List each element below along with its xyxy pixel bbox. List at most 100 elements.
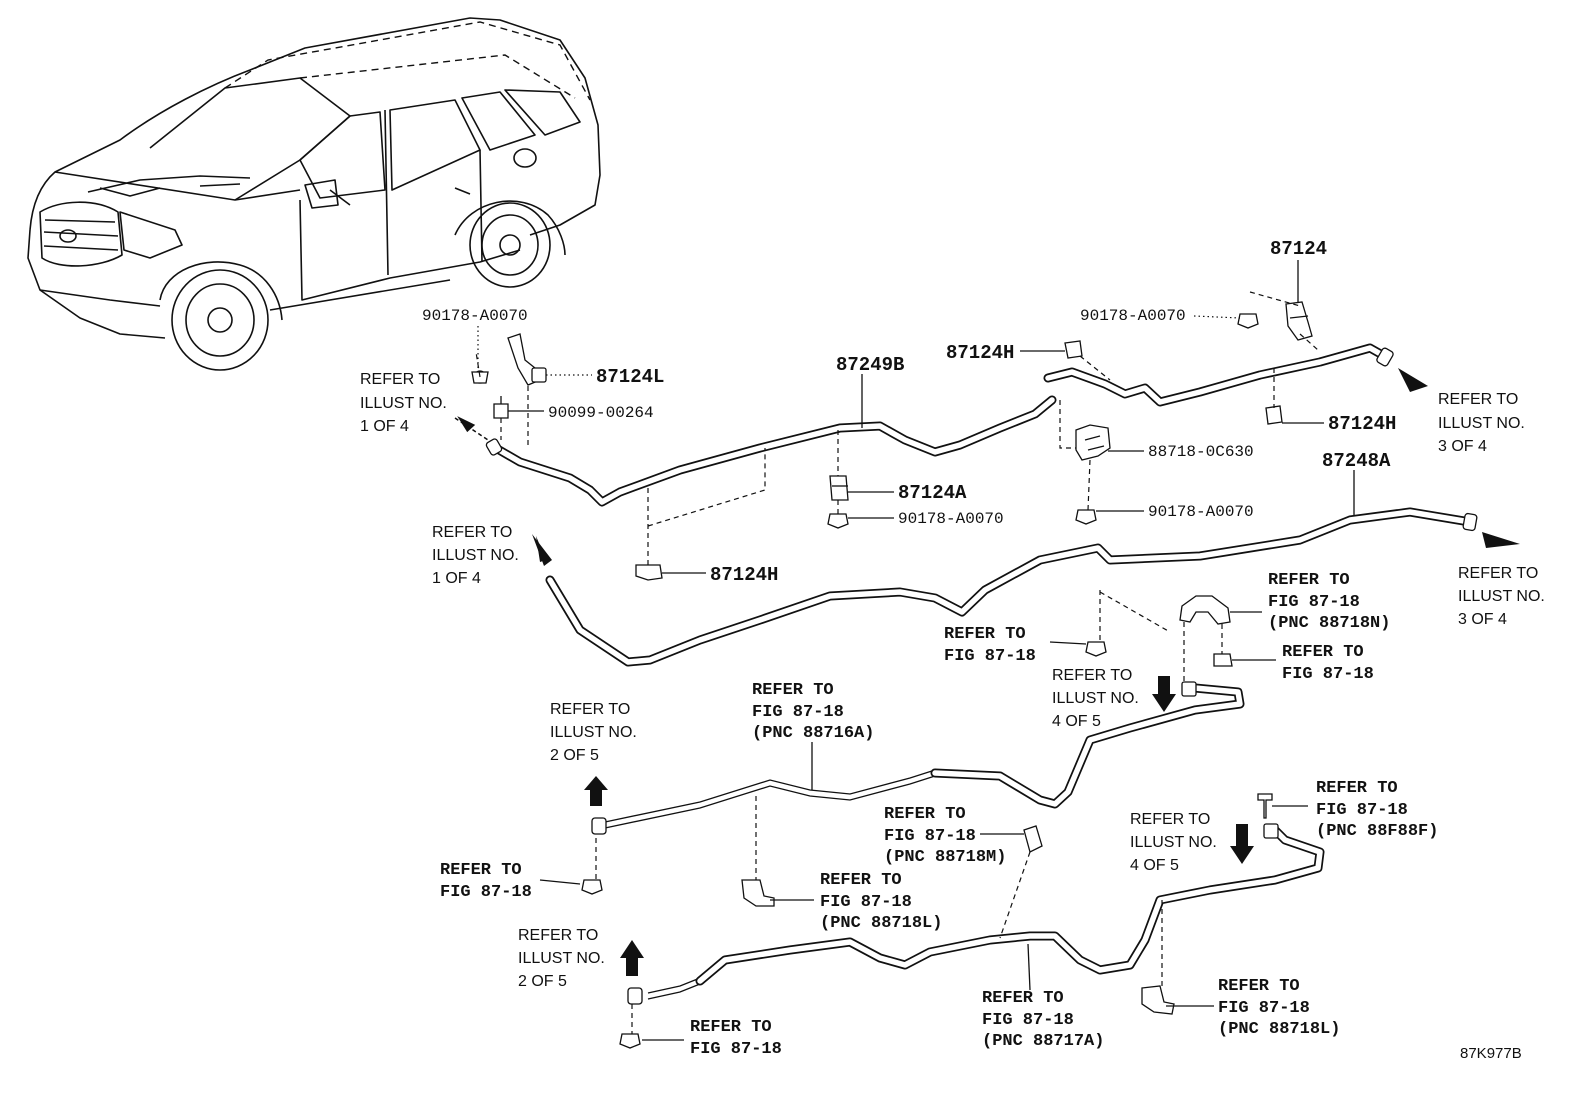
nut-fig-c bbox=[619, 1033, 641, 1049]
ref-fig-nut-b: REFER TO FIG 87-18 bbox=[944, 625, 1036, 666]
label-90178-a0070-c: 90178-A0070 bbox=[898, 510, 1004, 528]
svg-text:REFER TO: REFER TO bbox=[1316, 779, 1398, 798]
ref-illust-3-of-4-b: REFER TO ILLUST NO. 3 OF 4 bbox=[1458, 565, 1545, 628]
svg-text:FIG 87-18: FIG 87-18 bbox=[820, 893, 912, 912]
tube-87248a bbox=[545, 507, 1478, 667]
ref-fig-88718n: REFER TO FIG 87-18 (PNC 88718N) bbox=[1268, 571, 1390, 633]
tube-88717a bbox=[627, 823, 1325, 1005]
label-87249b: 87249B bbox=[836, 354, 904, 376]
svg-text:ILLUST NO.: ILLUST NO. bbox=[360, 395, 447, 412]
ref-fig-88716a: REFER TO FIG 87-18 (PNC 88716A) bbox=[752, 681, 874, 743]
ref-fig-88f88f: REFER TO FIG 87-18 (PNC 88F88F) bbox=[1316, 779, 1438, 841]
clip-88718m bbox=[1023, 825, 1043, 853]
svg-text:REFER TO: REFER TO bbox=[518, 927, 598, 944]
direction-arrows bbox=[454, 368, 1520, 976]
svg-text:ILLUST NO.: ILLUST NO. bbox=[1130, 834, 1217, 851]
svg-text:1 OF 4: 1 OF 4 bbox=[432, 570, 481, 587]
ref-illust-3-of-4-a: REFER TO ILLUST NO. 3 OF 4 bbox=[1438, 391, 1525, 455]
tube-87249b bbox=[485, 343, 1394, 507]
svg-text:REFER TO: REFER TO bbox=[820, 871, 902, 890]
bracket-88718 bbox=[1075, 424, 1111, 461]
svg-text:ILLUST NO.: ILLUST NO. bbox=[1458, 588, 1545, 605]
vehicle-illustration bbox=[27, 17, 601, 371]
bracket-88718n bbox=[1179, 595, 1231, 625]
svg-text:REFER TO: REFER TO bbox=[982, 989, 1064, 1008]
svg-text:REFER TO: REFER TO bbox=[550, 701, 630, 718]
label-87248a: 87248A bbox=[1322, 450, 1391, 472]
relation-lines bbox=[475, 291, 1319, 1034]
svg-text:4 OF 5: 4 OF 5 bbox=[1130, 857, 1179, 874]
diagram-code: 87K977B bbox=[1460, 1045, 1522, 1062]
svg-text:(PNC 88718L): (PNC 88718L) bbox=[820, 914, 942, 933]
label-90099-00264: 90099-00264 bbox=[548, 404, 654, 422]
ref-illust-2-of-5-b: REFER TO ILLUST NO. 2 OF 5 bbox=[518, 927, 605, 990]
svg-text:3 OF 4: 3 OF 4 bbox=[1458, 611, 1507, 628]
nut-90178-d bbox=[1075, 509, 1097, 525]
svg-text:1 OF 4: 1 OF 4 bbox=[360, 418, 409, 435]
clip-88718l-a bbox=[741, 879, 775, 907]
svg-text:FIG 87-18: FIG 87-18 bbox=[1218, 999, 1310, 1018]
ref-illust-2-of-5-a: REFER TO ILLUST NO. 2 OF 5 bbox=[550, 701, 637, 764]
clip-87124h-c bbox=[1265, 405, 1283, 425]
svg-text:FIG 87-18: FIG 87-18 bbox=[690, 1040, 782, 1059]
svg-text:FIG 87-18: FIG 87-18 bbox=[982, 1011, 1074, 1030]
leader-lines bbox=[477, 260, 1355, 1041]
label-88718-0c630: 88718-0C630 bbox=[1148, 443, 1254, 461]
label-90178-a0070-b: 90178-A0070 bbox=[1080, 307, 1186, 325]
clip-87124h-b bbox=[1064, 340, 1083, 359]
svg-text:ILLUST NO.: ILLUST NO. bbox=[432, 547, 519, 564]
svg-text:(PNC 88718M): (PNC 88718M) bbox=[884, 848, 1006, 867]
svg-text:REFER TO: REFER TO bbox=[1282, 643, 1364, 662]
svg-text:ILLUST NO.: ILLUST NO. bbox=[1438, 415, 1525, 432]
svg-text:2 OF 5: 2 OF 5 bbox=[550, 747, 599, 764]
bolt-88718n bbox=[1213, 653, 1233, 667]
svg-text:(PNC 88F88F): (PNC 88F88F) bbox=[1316, 822, 1438, 841]
ref-fig-88718l-a: REFER TO FIG 87-18 (PNC 88718L) bbox=[820, 871, 942, 933]
ref-fig-88718l-b: REFER TO FIG 87-18 (PNC 88718L) bbox=[1218, 977, 1340, 1039]
ref-illust-1-of-4-a: REFER TO ILLUST NO. 1 OF 4 bbox=[360, 371, 447, 435]
label-87124h-a: 87124H bbox=[710, 564, 778, 586]
svg-text:(PNC 88716A): (PNC 88716A) bbox=[752, 724, 874, 743]
nut-fig-a bbox=[581, 879, 603, 895]
label-87124a: 87124A bbox=[898, 482, 967, 504]
svg-text:FIG 87-18: FIG 87-18 bbox=[1282, 665, 1374, 684]
svg-text:(PNC 88717A): (PNC 88717A) bbox=[982, 1032, 1104, 1051]
svg-text:FIG 87-18: FIG 87-18 bbox=[440, 883, 532, 902]
svg-text:REFER TO: REFER TO bbox=[1130, 811, 1210, 828]
bolt-90099 bbox=[493, 396, 509, 419]
svg-text:FIG 87-18: FIG 87-18 bbox=[752, 703, 844, 722]
svg-text:ILLUST NO.: ILLUST NO. bbox=[550, 724, 637, 741]
svg-text:ILLUST NO.: ILLUST NO. bbox=[1052, 690, 1139, 707]
svg-text:REFER TO: REFER TO bbox=[440, 861, 522, 880]
clip-88718l-b bbox=[1141, 985, 1175, 1015]
clip-87124l bbox=[507, 333, 547, 386]
tube-88716a bbox=[591, 681, 1245, 835]
label-87124l: 87124L bbox=[596, 366, 664, 388]
label-87124h-b: 87124H bbox=[946, 342, 1014, 364]
svg-text:REFER TO: REFER TO bbox=[1218, 977, 1300, 996]
svg-text:3 OF 4: 3 OF 4 bbox=[1438, 438, 1487, 455]
svg-text:REFER TO: REFER TO bbox=[432, 524, 512, 541]
label-90178-a0070-a: 90178-A0070 bbox=[422, 307, 528, 325]
svg-text:FIG 87-18: FIG 87-18 bbox=[1316, 801, 1408, 820]
svg-text:ILLUST NO.: ILLUST NO. bbox=[518, 950, 605, 967]
label-90178-a0070-d: 90178-A0070 bbox=[1148, 503, 1254, 521]
nut-90178-c bbox=[827, 513, 849, 529]
svg-text:FIG 87-18: FIG 87-18 bbox=[1268, 593, 1360, 612]
nut-fig-b bbox=[1085, 641, 1107, 657]
ref-fig-88718m: REFER TO FIG 87-18 (PNC 88718M) bbox=[884, 805, 1006, 867]
svg-text:(PNC 88718N): (PNC 88718N) bbox=[1268, 614, 1390, 633]
ref-illust-1-of-4-b: REFER TO ILLUST NO. 1 OF 4 bbox=[432, 524, 519, 587]
svg-text:REFER TO: REFER TO bbox=[1438, 391, 1518, 408]
clip-87124h-a bbox=[635, 564, 663, 581]
ref-fig-nut-c: REFER TO FIG 87-18 bbox=[690, 1018, 782, 1059]
clip-87124a bbox=[829, 475, 849, 501]
svg-text:REFER TO: REFER TO bbox=[884, 805, 966, 824]
clip-88f88f bbox=[1257, 793, 1273, 819]
ref-illust-4-of-5-b: REFER TO ILLUST NO. 4 OF 5 bbox=[1130, 811, 1217, 874]
svg-text:REFER TO: REFER TO bbox=[360, 371, 440, 388]
svg-text:REFER TO: REFER TO bbox=[690, 1018, 772, 1037]
svg-text:(PNC 88718L): (PNC 88718L) bbox=[1218, 1020, 1340, 1039]
label-87124: 87124 bbox=[1270, 238, 1327, 260]
